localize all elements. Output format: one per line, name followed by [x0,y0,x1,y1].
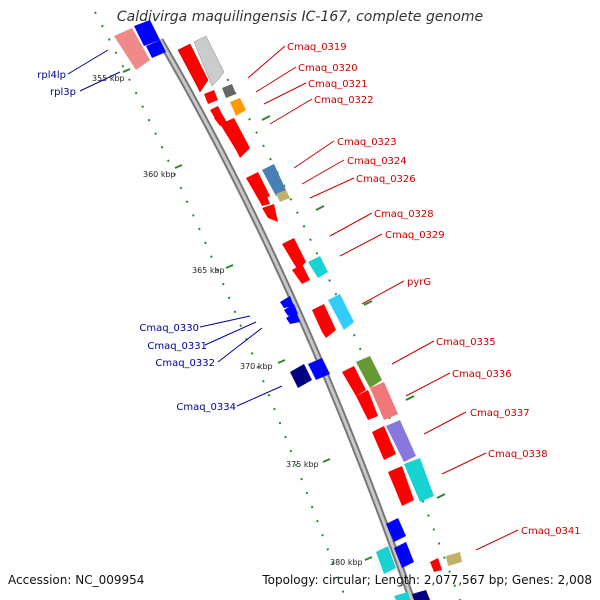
gene-labels-reverse: rpl4lp rpl3p Cmaq_0330 Cmaq_0331 Cmaq_03… [37,70,236,413]
gene-cmaq-0337[interactable] [386,420,416,462]
topology-text: Topology: circular; Length: 2,077,567 bp… [262,573,592,587]
kbp-labels: 355 kbp 360 kbp 365 kbp 370 kbp 375 kbp … [92,74,363,567]
gene-cmaq-0335[interactable] [356,356,382,388]
gene-cmaq-0336[interactable] [370,382,398,420]
gene-label-rpl4lp: rpl4lp [37,70,66,81]
gene-cmaq-0338[interactable] [404,458,434,502]
gene-label-cmaq-0328: Cmaq_0328 [374,209,434,220]
gene-cmaq-0328[interactable] [282,238,306,270]
gene-label-cmaq-0337: Cmaq_0337 [470,408,530,419]
gene-cmaq-0326-red[interactable] [262,204,278,222]
gene-cmaq-0329-red[interactable] [292,264,310,284]
gene-label-cmaq-0341: Cmaq_0341 [521,526,581,537]
gene-cyan-lower[interactable] [376,546,396,574]
gene-label-cmaq-0332: Cmaq_0332 [155,358,215,369]
gene-pyrg[interactable] [328,294,354,330]
gene-cmaq-0329[interactable] [308,256,328,278]
kbp-label-365: 365 kbp [192,266,225,275]
gene-small-red-1[interactable] [204,90,218,104]
gene-label-cmaq-0338: Cmaq_0338 [488,449,548,460]
gene-small-red-4[interactable] [258,194,270,206]
map-title: Caldivirga maquilingensis IC-167, comple… [116,9,484,25]
gene-label-cmaq-0319: Cmaq_0319 [287,42,347,53]
gene-label-cmaq-0330: Cmaq_0330 [139,323,199,334]
kbp-label-355: 355 kbp [92,74,125,83]
gene-labels-forward: Cmaq_0319 Cmaq_0320 Cmaq_0321 Cmaq_0322 … [287,42,581,537]
kbp-label-380: 380 kbp [330,558,363,567]
gene-rpl3p-a[interactable] [134,20,160,46]
gene-cmaq-0326[interactable] [276,190,290,202]
leader-lines-blue [67,49,283,407]
gene-label-cmaq-0324: Cmaq_0324 [347,156,407,167]
gene-blue-lower-1[interactable] [386,518,406,542]
gene-cmaq-0334-navy[interactable] [290,364,312,388]
gene-cmaq-0322[interactable] [220,118,250,158]
scale-ticks [94,11,461,600]
kbp-label-375: 375 kbp [286,460,319,469]
gene-label-rpl3p: rpl3p [50,87,76,98]
gene-cmaq-0323[interactable] [262,164,286,196]
gene-partial-cyan[interactable] [394,592,410,600]
gene-cmaq-0338-red[interactable] [388,466,414,506]
gene-label-cmaq-0322: Cmaq_0322 [314,95,374,106]
gene-label-pyrg: pyrG [407,277,431,288]
kbp-label-360: 360 kbp [143,170,176,179]
gene-label-cmaq-0335: Cmaq_0335 [436,337,496,348]
gene-label-cmaq-0336: Cmaq_0336 [452,369,512,380]
gene-label-cmaq-0320: Cmaq_0320 [298,63,358,74]
gene-pyrg-red[interactable] [312,304,336,338]
reverse-genes [114,20,414,574]
gene-label-cmaq-0321: Cmaq_0321 [308,79,368,90]
gene-label-cmaq-0331: Cmaq_0331 [147,341,207,352]
gene-blue-lower-2[interactable] [394,542,414,568]
gene-cmaq-0341-red[interactable] [430,558,442,572]
kbp-label-370: 370 kbp [240,362,273,371]
accession-text: Accession: NC_009954 [8,573,145,587]
gene-rpl3p[interactable] [146,40,166,58]
gene-cmaq-0319-a[interactable] [177,43,209,93]
leader-lines-red [247,45,519,551]
gene-label-cmaq-0326: Cmaq_0326 [356,174,416,185]
gene-rpl4lp[interactable] [114,28,150,70]
forward-genes [177,35,462,600]
gene-cmaq-0323-red[interactable] [246,172,270,202]
gene-label-cmaq-0334: Cmaq_0334 [176,402,236,413]
gene-cmaq-0319[interactable] [193,35,225,87]
gene-cmaq-0332[interactable] [286,312,300,324]
gene-cmaq-0337-red[interactable] [372,426,396,460]
kbp-tick-marks [122,68,446,561]
gene-cmaq-0330[interactable] [280,296,294,308]
gene-cmaq-0341[interactable] [446,552,462,566]
gene-cmaq-0335-red[interactable] [342,366,366,396]
gene-cmaq-0321[interactable] [230,98,246,116]
gene-label-cmaq-0323: Cmaq_0323 [337,137,397,148]
gene-label-cmaq-0329: Cmaq_0329 [385,230,445,241]
backbone [156,38,416,600]
gene-cmaq-0336-red[interactable] [356,390,378,420]
gene-cmaq-0334[interactable] [308,358,330,380]
gene-cmaq-0320[interactable] [222,84,236,98]
gene-partial-navy[interactable] [412,590,430,600]
